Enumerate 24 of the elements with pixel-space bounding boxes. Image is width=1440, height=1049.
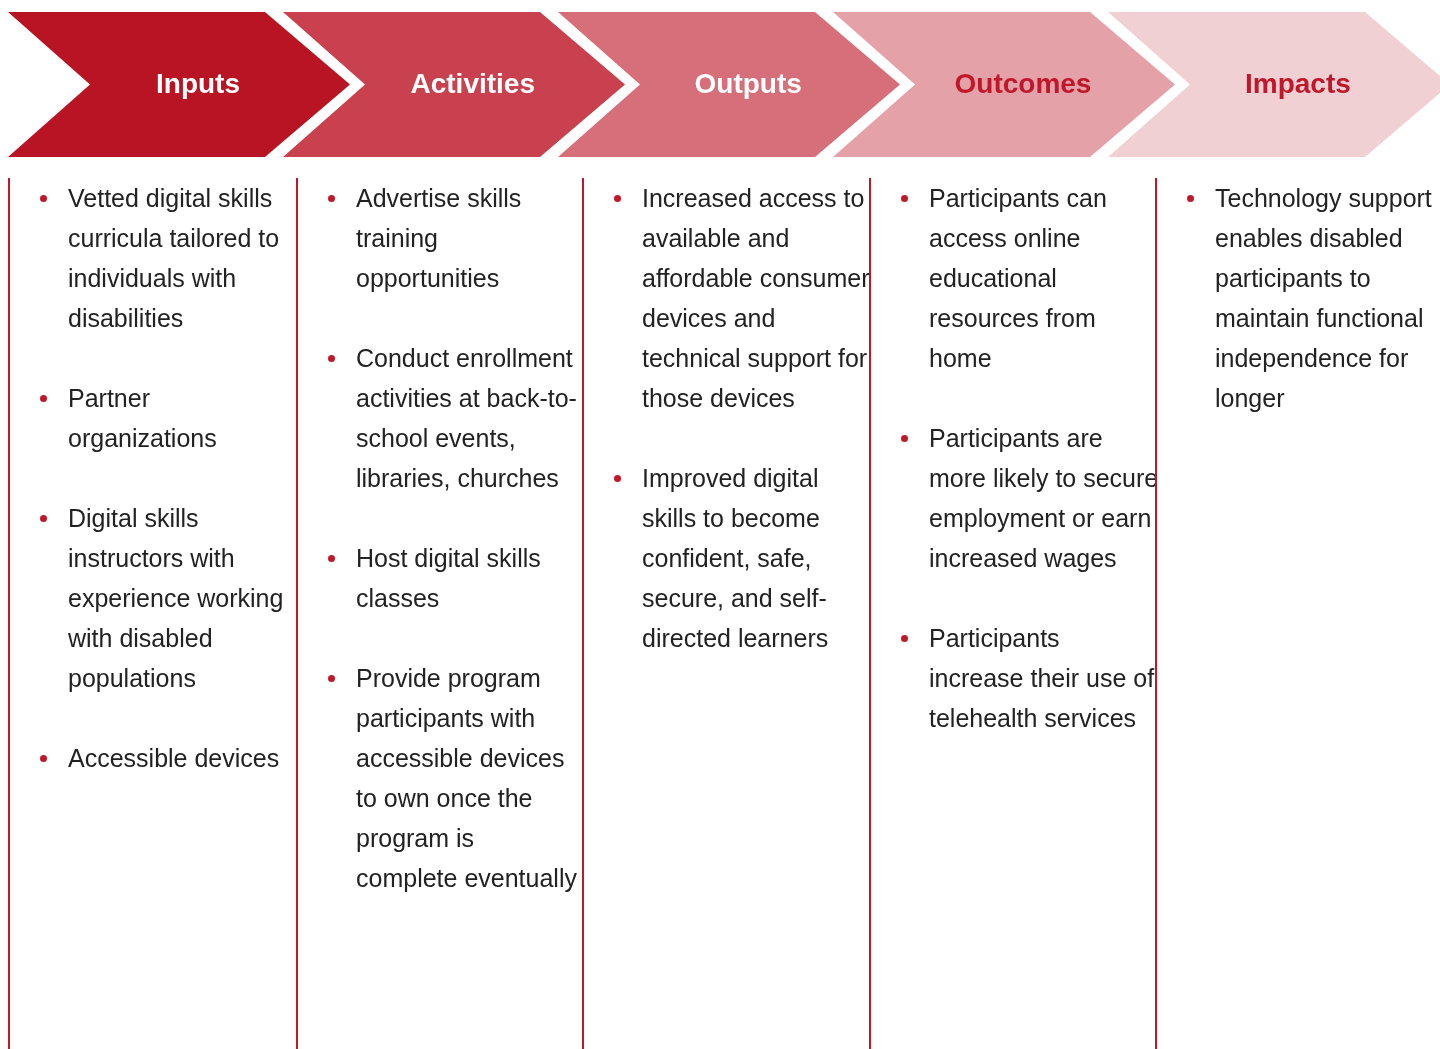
bullet-text: Provide program participants with accessible devices to own once the program is complete eventually xyxy=(356,664,577,892)
bullet-text: Increased access to available and affordable consumer devices and technical support for those devices xyxy=(642,184,870,412)
stage-title: Inputs xyxy=(156,67,240,101)
bullet-text: Partner organizations xyxy=(68,384,217,452)
stage-title: Outcomes xyxy=(954,67,1092,101)
bullet-text: Participants are more likely to secure employment or earn increased wages xyxy=(929,424,1159,572)
stage-title: Activities xyxy=(410,67,535,101)
chevron-shape xyxy=(8,12,350,157)
bullet-text: Accessible devices xyxy=(68,744,280,772)
bullet-text: Technology support enables disabled participants to maintain functional independence for longer xyxy=(1215,184,1432,412)
bullet-text: Improved digital skills to become confident, safe, secure, and self-directed learners xyxy=(642,464,829,652)
chevron-shape xyxy=(1108,12,1440,157)
bullet-text: Vetted digital skills curricula tailored to individuals with disabilities xyxy=(68,184,280,332)
chevron-shape xyxy=(558,12,900,157)
stage-title: Outputs xyxy=(694,67,802,101)
chevron-shape xyxy=(283,12,625,157)
bullet-text: Host digital skills classes xyxy=(356,544,541,612)
bullet-text: Participants can access online educational resources from home xyxy=(929,184,1107,372)
bullet-text: Conduct enrollment activities at back-to-school events, libraries, churches xyxy=(356,344,577,492)
bullet-text: Digital skills instructors with experience working with disabled populations xyxy=(68,504,284,692)
stage-title: Impacts xyxy=(1245,67,1351,101)
chevron-shape xyxy=(833,12,1175,157)
bullet-text: Participants increase their use of telehealth services xyxy=(929,624,1155,732)
bullet-text: Advertise skills training opportunities xyxy=(356,184,522,292)
